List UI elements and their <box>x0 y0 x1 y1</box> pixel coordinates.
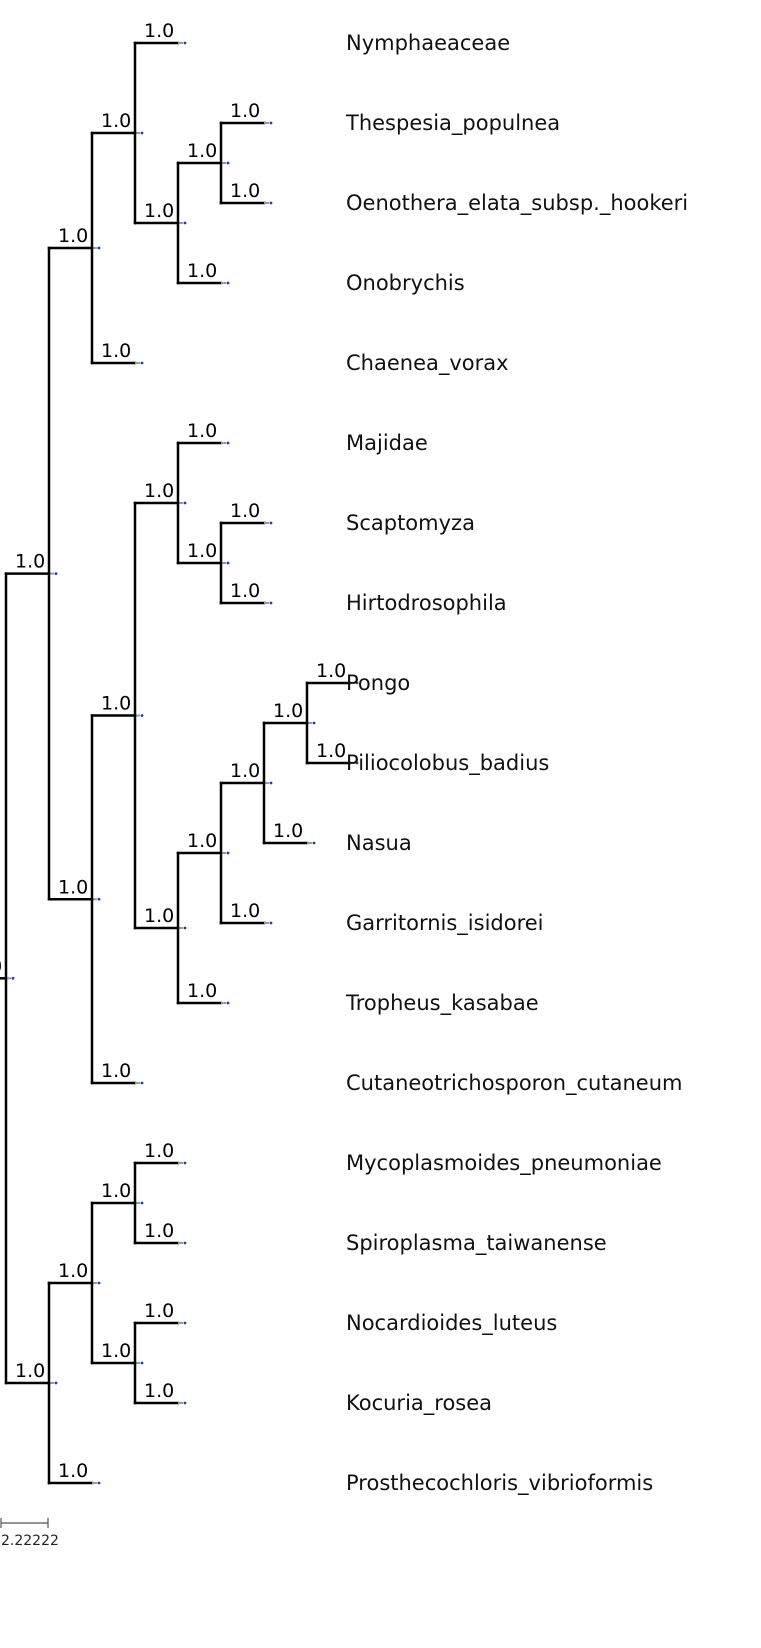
support-value: 1.0 <box>230 580 260 602</box>
support-value: 1.0 <box>144 905 174 927</box>
leaf-label: Oenothera_elata_subsp._hookeri <box>346 191 688 216</box>
support-value: 1.0 <box>230 500 260 522</box>
leaf-label: Pongo <box>346 671 410 695</box>
node-dot <box>140 131 144 135</box>
support-value: 1.0 <box>144 1140 174 1162</box>
leaf-label: Scaptomyza <box>346 511 475 535</box>
support-value: 1.0 <box>15 551 45 573</box>
node-dot <box>11 976 15 980</box>
node-dot <box>312 841 316 845</box>
node-dot <box>54 572 58 576</box>
support-value: 1.0 <box>316 740 346 762</box>
node-dot <box>355 761 359 765</box>
node-dot <box>183 501 187 505</box>
leaf-label: Onobrychis <box>346 271 465 295</box>
node-dot <box>269 781 273 785</box>
node-dot <box>269 921 273 925</box>
node-dot <box>97 897 101 901</box>
support-value: 1.0 <box>144 20 174 42</box>
support-value: 1.0 <box>230 900 260 922</box>
node-dot <box>140 1201 144 1205</box>
support-value: 1.0 <box>101 340 131 362</box>
node-dot <box>97 246 101 250</box>
support-value: 1.0 <box>273 820 303 842</box>
node-dot <box>312 721 316 725</box>
support-value: 1.0 <box>101 110 131 132</box>
support-value: 1.0 <box>187 420 217 442</box>
node-dot <box>183 41 187 45</box>
support-value: 1.0 <box>144 480 174 502</box>
node-dot <box>183 926 187 930</box>
node-dot <box>140 1361 144 1365</box>
node-dot <box>183 1401 187 1405</box>
support-value: 1.0 <box>273 700 303 722</box>
node-dot <box>269 121 273 125</box>
node-dot <box>183 221 187 225</box>
support-value: 1.0 <box>101 693 131 715</box>
leaf-label: Nasua <box>346 831 412 855</box>
leaf-label: Nocardioides_luteus <box>346 1311 557 1336</box>
node-dot <box>183 1321 187 1325</box>
node-dot <box>140 1081 144 1085</box>
support-value: 1.0 <box>101 1340 131 1362</box>
leaf-label: Cutaneotrichosporon_cutaneum <box>346 1071 682 1096</box>
leaf-label: Nymphaeaceae <box>346 31 510 55</box>
leaf-label: Prosthecochloris_vibrioformis <box>346 1471 653 1496</box>
node-dot <box>226 851 230 855</box>
support-value: 1.0 <box>144 1380 174 1402</box>
node-dot <box>54 1381 58 1385</box>
node-dot <box>140 361 144 365</box>
node-dot <box>269 601 273 605</box>
leaf-label: Tropheus_kasabae <box>345 991 539 1016</box>
leaf-label: Spiroplasma_taiwanense <box>346 1231 607 1256</box>
support-value: 1.0 <box>58 225 88 247</box>
support-value: 1.0 <box>144 1300 174 1322</box>
support-value: 1.0 <box>187 980 217 1002</box>
node-dot <box>140 714 144 717</box>
node-dot <box>183 1241 187 1245</box>
support-value: 1.0 <box>187 260 217 282</box>
support-value: 1.0 <box>58 1460 88 1482</box>
support-value: 1.0 <box>101 1060 131 1082</box>
leaf-label: Mycoplasmoides_pneumoniae <box>346 1151 662 1176</box>
support-value: 1.0 <box>15 1360 45 1382</box>
node-dot <box>97 1281 101 1285</box>
leaf-label: Majidae <box>346 431 428 455</box>
leaf-label: Hirtodrosophila <box>346 591 507 615</box>
leaf-label: Garritornis_isidorei <box>346 911 544 936</box>
support-value: 1.0 <box>58 876 88 898</box>
support-value: 1.0 <box>144 200 174 222</box>
support-value: 1.0 <box>58 1260 88 1282</box>
node-dot <box>269 521 273 525</box>
node-dot <box>226 561 230 565</box>
support-value: 1.0 <box>230 100 260 122</box>
support-value: 1.0 <box>144 1220 174 1242</box>
support-value: 1.0 <box>187 540 217 562</box>
leaf-label: Piliocolobus_badius <box>346 751 549 776</box>
support-value: 1.0 <box>316 660 346 682</box>
node-dot <box>226 441 230 445</box>
support-value: 1.0 <box>101 1180 131 1202</box>
node-dot <box>226 281 230 285</box>
support-value: 1.0 <box>230 180 260 202</box>
leaf-label: Thespesia_populnea <box>345 111 560 136</box>
node-dot <box>355 681 359 685</box>
node-dot <box>183 1161 187 1165</box>
node-dot <box>97 1481 101 1485</box>
support-value: 1.0 <box>187 830 217 852</box>
leaf-label: Kocuria_rosea <box>346 1391 492 1416</box>
node-dot <box>269 201 273 205</box>
support-value: 1.0 <box>187 140 217 162</box>
leaf-label: Chaenea_vorax <box>346 351 509 376</box>
scale-label: 2.22222 <box>1 1533 59 1549</box>
support-value: 1.0 <box>230 760 260 782</box>
node-dot <box>226 1001 230 1005</box>
support-value: 1.0 <box>0 955 2 977</box>
node-dot <box>226 161 230 165</box>
